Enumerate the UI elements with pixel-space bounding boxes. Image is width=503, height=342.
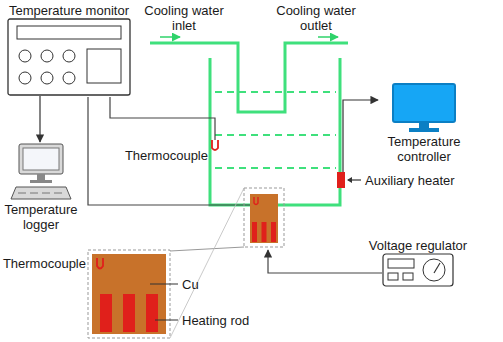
- leader-line: [155, 320, 178, 321]
- signal-connector: [343, 100, 378, 172]
- node-label: Voltage regulator: [369, 238, 467, 253]
- heater-element: Auxiliary heater: [337, 172, 467, 188]
- leader-line: [150, 284, 178, 285]
- regulator-icon: [382, 253, 454, 287]
- heater-icon: [337, 172, 363, 188]
- copper-block: [92, 254, 166, 334]
- zoom-frame: [88, 250, 170, 338]
- logger-computer: Temperature logger: [0, 142, 82, 232]
- voltage-regulator: Voltage regulator: [362, 238, 474, 287]
- signal-wire: [110, 97, 215, 140]
- copper-block: [250, 194, 278, 243]
- monitor-device: Temperature monitor: [4, 3, 134, 96]
- power-wire: [268, 250, 382, 273]
- heating-rod-symbol: [146, 294, 158, 332]
- monitor-icon: [7, 18, 131, 96]
- water-level: [215, 92, 336, 168]
- node-label: Temperature controller: [378, 134, 470, 164]
- computer-icon: [10, 142, 72, 202]
- thermocouple-symbol: [254, 197, 258, 205]
- heating-rod-symbol: [252, 222, 257, 242]
- node-label: Temperature monitor: [9, 3, 129, 18]
- thermocouple-symbol: [97, 258, 103, 269]
- thermocouple-symbol: [212, 140, 218, 150]
- heating-rod-symbol: [271, 222, 276, 242]
- zoom-line: [170, 247, 244, 251]
- part-label: Cooling water outlet: [268, 3, 364, 33]
- controller-screen: Temperature controller: [378, 82, 470, 164]
- part-label: Thermocouple: [2, 256, 86, 271]
- node-label: Temperature logger: [0, 202, 82, 232]
- heating-rod-symbol: [262, 222, 267, 242]
- part-label: Cooling water inlet: [138, 3, 230, 33]
- flow-arrow: [318, 36, 338, 38]
- node-label: Auxiliary heater: [365, 173, 455, 188]
- controller-icon: [389, 82, 459, 134]
- cooling-pipe: [150, 43, 348, 112]
- heating-rod-symbol: [123, 294, 135, 332]
- flow-arrow: [160, 36, 180, 38]
- part-label: Heating rod: [182, 313, 262, 328]
- signal-wire: [88, 97, 250, 205]
- heating-rod-symbol: [100, 294, 112, 332]
- zoom-frame: [244, 188, 284, 247]
- part-label: Cu: [182, 277, 212, 292]
- part-label: Thermocouple: [122, 148, 208, 163]
- water-tank: [210, 58, 340, 205]
- signal-connector: [39, 96, 40, 142]
